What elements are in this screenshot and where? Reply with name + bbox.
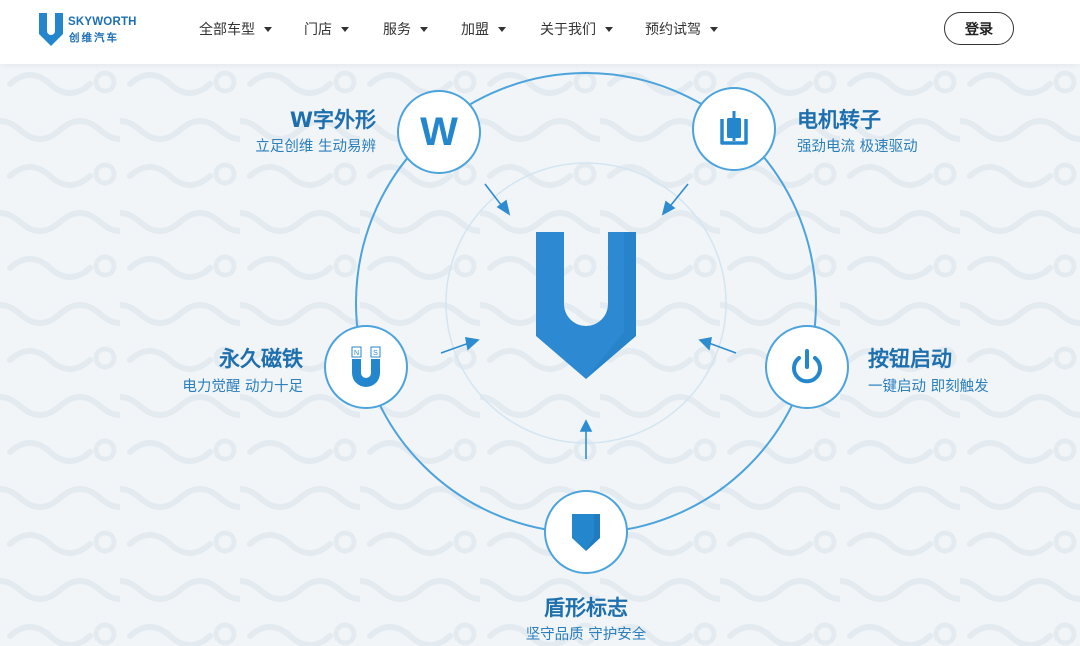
motor-rotor-icon-badge <box>692 87 776 171</box>
menu-item-label: 全部车型 <box>199 22 255 38</box>
menu-item-label: 关于我们 <box>540 22 596 38</box>
brand-name-en: SKYWORTH <box>68 16 137 28</box>
caret-down-icon <box>498 26 506 32</box>
caret-down-icon <box>341 26 349 32</box>
power-icon <box>792 349 822 384</box>
menu-item-franchise[interactable]: 加盟 <box>461 19 506 39</box>
login-button[interactable]: 登录 <box>944 12 1014 45</box>
brand-name-cn: 创维汽车 <box>69 32 119 44</box>
magnet-pole-s: S <box>373 350 378 357</box>
center-u-logo <box>536 232 636 379</box>
feature-title-shield: 盾形标志 <box>544 596 628 620</box>
menu-item-label: 门店 <box>304 22 332 38</box>
feature-subtitle-magnet: 电力觉醒 动力十足 <box>182 379 303 395</box>
magnet-icon: N S <box>351 346 381 387</box>
shield-icon-badge <box>544 490 628 574</box>
logo-meaning-section: W N S W字外形 立足创维 生动易辨 <box>0 64 1080 646</box>
feature-subtitle-shield: 坚守品质 守护安全 <box>525 627 647 643</box>
feature-subtitle-motor-rotor: 强劲电流 极速驱动 <box>797 139 918 155</box>
feature-title-magnet: 永久磁铁 <box>219 347 303 371</box>
menu-item-label: 预约试驾 <box>645 22 701 38</box>
motor-rotor-icon <box>720 111 748 145</box>
caret-down-icon <box>710 26 718 32</box>
feature-subtitle-w-shape: 立足创维 生动易辨 <box>255 139 376 155</box>
menu-item-label: 加盟 <box>461 22 489 38</box>
w-shape-icon-badge: W <box>397 90 481 174</box>
brand-logo[interactable]: SKYWORTH 创维汽车 <box>36 12 136 52</box>
feature-title-button-start: 按钮启动 <box>868 347 952 371</box>
w-letter-icon: W <box>420 109 458 154</box>
feature-title-w-shape: W字外形 <box>289 108 376 132</box>
background-pattern <box>0 64 1080 646</box>
top-nav: SKYWORTH 创维汽车 全部车型 门店 服务 加盟 关于我们 预约试驾 登录 <box>0 0 1080 64</box>
caret-down-icon <box>605 26 613 32</box>
caret-down-icon <box>420 26 428 32</box>
caret-down-icon <box>264 26 272 32</box>
magnet-pole-n: N <box>354 350 359 357</box>
menu-item-stores[interactable]: 门店 <box>304 19 349 39</box>
skyworth-logo-icon <box>39 13 63 46</box>
menu-item-service[interactable]: 服务 <box>383 19 428 39</box>
inner-ring <box>445 162 727 444</box>
feature-subtitle-button-start: 一键启动 即刻触发 <box>868 379 989 395</box>
menu-item-all-models[interactable]: 全部车型 <box>199 19 272 39</box>
shield-icon <box>572 514 600 551</box>
magnet-icon-badge: N S <box>324 325 408 409</box>
feature-title-motor-rotor: 电机转子 <box>797 108 881 132</box>
arrows <box>440 183 737 459</box>
menu-item-label: 服务 <box>383 22 411 38</box>
menu-item-test-drive[interactable]: 预约试驾 <box>645 19 718 39</box>
power-button-icon-badge <box>765 325 849 409</box>
menu-item-about[interactable]: 关于我们 <box>540 19 613 39</box>
